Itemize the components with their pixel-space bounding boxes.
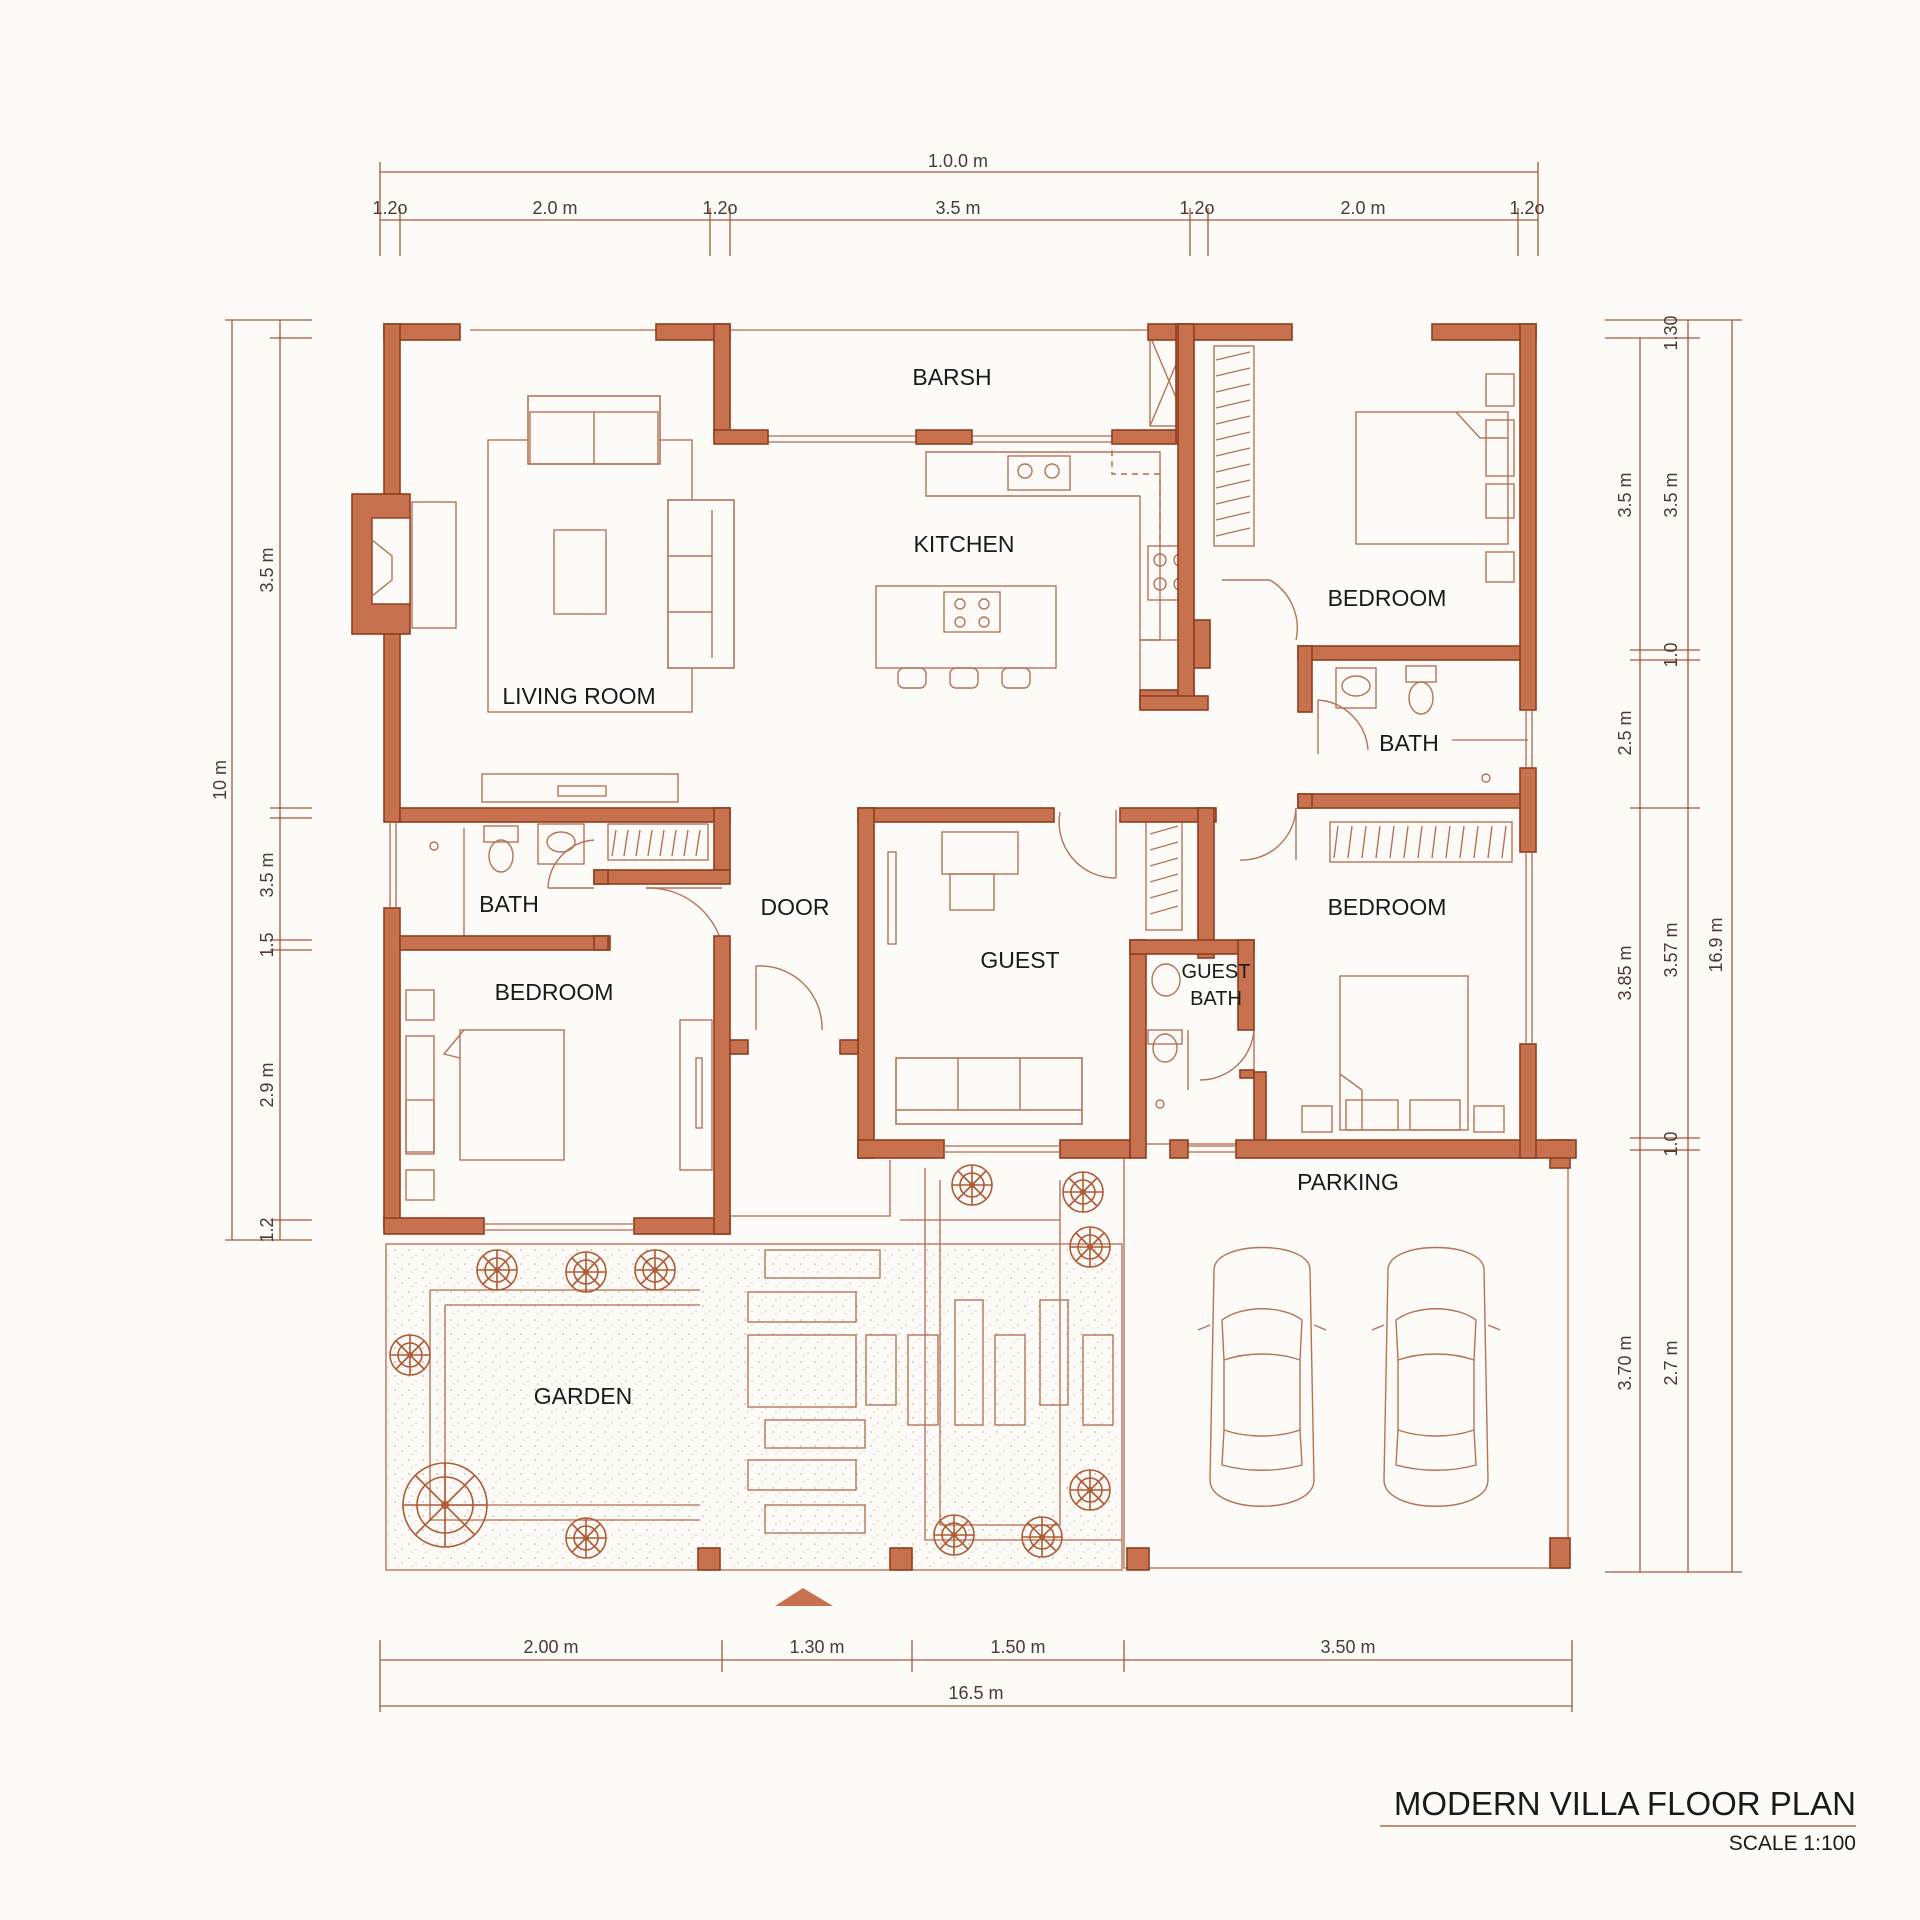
dim-right-overall: 16.9 m — [1706, 917, 1726, 972]
bedroom-se-furniture — [1301, 821, 1513, 1133]
dim-right-mid-seg-1: 1.30 — [1661, 315, 1681, 350]
bath-w-label: BATH — [479, 891, 539, 917]
entrance-arrow-icon — [775, 1588, 833, 1606]
guest-bath-furniture — [1145, 819, 1183, 1109]
guest-room-furniture — [887, 831, 1083, 1125]
bedroom-ne-furniture — [1213, 345, 1515, 583]
bath-e-label: BATH — [1379, 730, 1439, 756]
dim-right-inner-seg-2: 2.5 m — [1615, 710, 1635, 755]
walls — [351, 323, 1577, 1235]
garden-label: GARDEN — [534, 1383, 632, 1409]
dim-right-mid-seg-2: 3.5 m — [1661, 472, 1681, 517]
dim-top-seg-1: 1.2o — [372, 198, 407, 218]
guest-bath-label-1: GUEST — [1182, 961, 1251, 983]
bedroom-w-furniture — [405, 989, 713, 1201]
dimension-top: 1.0.0 m 1.2o 2.0 m 1.2o 3.5 m 1.2o 2.0 m… — [372, 151, 1545, 256]
dim-right-inner-seg-4: 3.70 m — [1615, 1335, 1635, 1390]
door-label: DOOR — [761, 894, 830, 920]
kitchen-label: KITCHEN — [914, 531, 1015, 557]
dim-top-seg-2: 2.0 m — [532, 198, 577, 218]
barsh-label: BARSH — [912, 364, 991, 390]
dim-right-mid-seg-6: 2.7 m — [1661, 1340, 1681, 1385]
dim-left-seg-5: 1.2 — [257, 1217, 277, 1242]
dim-right-mid-seg-5: 1.0 — [1661, 1131, 1681, 1156]
dim-left-seg-4: 2.9 m — [257, 1062, 277, 1107]
dim-bottom-seg-4: 3.50 m — [1320, 1637, 1375, 1657]
bedroom-w-label: BEDROOM — [495, 979, 614, 1005]
dim-left-overall: 10 m — [210, 760, 230, 800]
living-room-label: LIVING ROOM — [502, 683, 655, 709]
guest-label: GUEST — [980, 947, 1059, 973]
guest-bath-label-2: BATH — [1190, 988, 1242, 1010]
dimension-bottom: 2.00 m 1.30 m 1.50 m 3.50 m 16.5 m — [379, 1637, 1573, 1712]
dim-top-seg-5: 1.2o — [1179, 198, 1214, 218]
bedroom-se-label: BEDROOM — [1328, 894, 1447, 920]
dimension-left: 10 m 3.5 m 3.5 m 1.5 2.9 m 1.2 — [210, 319, 312, 1243]
parking-label: PARKING — [1297, 1169, 1399, 1195]
dim-left-seg-1: 3.5 m — [257, 547, 277, 592]
dim-bottom-overall: 16.5 m — [948, 1683, 1003, 1703]
living-room-furniture — [411, 395, 735, 803]
dimension-right: 3.5 m 2.5 m 3.85 m 3.70 m 1.30 3.5 m 1.0… — [1605, 315, 1742, 1573]
dim-top-seg-6: 2.0 m — [1340, 198, 1385, 218]
bath-e-furniture — [1335, 665, 1528, 783]
dim-left-seg-2: 3.5 m — [257, 852, 277, 897]
dim-bottom-seg-2: 1.30 m — [789, 1637, 844, 1657]
garden-area: GARDEN — [385, 1164, 1123, 1606]
bath-w-furniture — [429, 823, 709, 938]
kitchen-furniture — [875, 450, 1195, 697]
dim-top-seg-3: 1.2o — [702, 198, 737, 218]
title-block: MODERN VILLA FLOOR PLAN SCALE 1:100 — [1380, 1785, 1856, 1855]
dim-right-mid-seg-4: 3.57 m — [1661, 922, 1681, 977]
dim-right-inner-seg-1: 3.5 m — [1615, 472, 1635, 517]
dim-bottom-seg-1: 2.00 m — [523, 1637, 578, 1657]
dim-top-seg-7: 1.2o — [1509, 198, 1544, 218]
dim-right-mid-seg-3: 1.0 — [1661, 642, 1681, 667]
plan-title: MODERN VILLA FLOOR PLAN — [1394, 1785, 1856, 1822]
dim-top-overall: 1.0.0 m — [928, 151, 988, 171]
dim-bottom-seg-3: 1.50 m — [990, 1637, 1045, 1657]
room-labels: BARSH KITCHEN LIVING ROOM BEDROOM BATH B… — [479, 364, 1446, 1010]
dim-top-seg-4: 3.5 m — [935, 198, 980, 218]
bedroom-ne-label: BEDROOM — [1328, 585, 1447, 611]
dim-left-seg-3: 1.5 — [257, 932, 277, 957]
dim-right-inner-seg-3: 3.85 m — [1615, 945, 1635, 1000]
plan-scale: SCALE 1:100 — [1729, 1832, 1856, 1855]
